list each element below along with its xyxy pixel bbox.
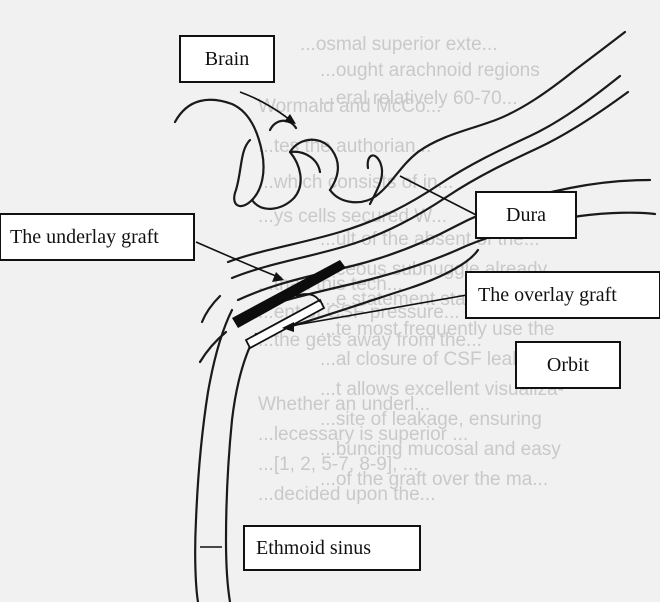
label-overlay-graft: The overlay graft [466,272,660,318]
bg-line: ...osmal superior exte... [300,34,497,55]
bg-line: ...tes the authorian... [258,136,431,157]
bg-line: ...the gets away from the... [258,330,482,351]
bg-line: ...decided upon the... [258,484,435,505]
label-orbit-text: Orbit [547,354,590,376]
bg-line: Wormald and McCo... [258,96,441,117]
label-overlay-graft-text: The overlay graft [478,284,617,306]
brain-outline [175,100,264,206]
ethmoid-wall [200,332,226,362]
label-underlay-graft: The underlay graft [0,214,194,260]
label-ethmoid-sinus: Ethmoid sinus [244,526,420,570]
underlay-leader-line [196,242,276,276]
label-brain-text: Brain [205,48,249,70]
bg-line: Whether an underl... [258,394,430,415]
label-orbit: Orbit [516,342,620,388]
label-dura: Dura [476,192,576,238]
bg-line: ...ys cells secured W... [258,206,447,227]
bg-line: ...which consists of in... [258,172,453,193]
label-brain: Brain [180,36,274,82]
label-ethmoid-sinus-text: Ethmoid sinus [256,537,371,559]
bg-line: ...lecessary is superior ... [258,424,468,445]
background-text: ...osmal superior exte... ...ought arach… [258,34,564,505]
label-dura-text: Dura [506,204,546,226]
bg-line: ...[1, 2, 5-7, 8-9], ... [258,454,419,475]
ethmoid-wall [202,296,220,322]
label-underlay-graft-text: The underlay graft [10,226,159,248]
bg-line: ...ought arachnoid regions [320,60,540,81]
